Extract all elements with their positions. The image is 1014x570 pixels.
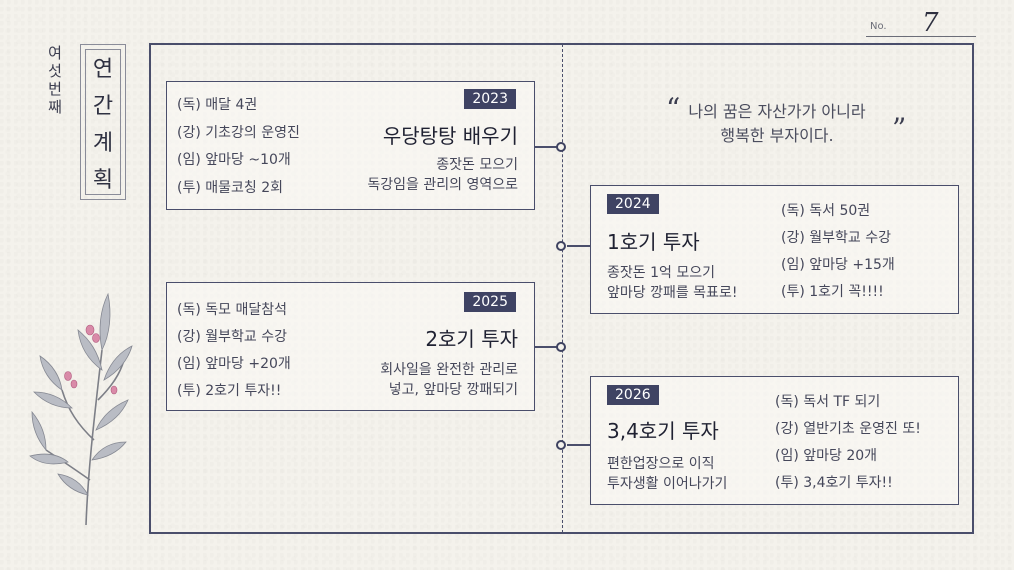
plan-subtitle: 종잣돈 1억 모으기 xyxy=(607,265,715,281)
main-frame xyxy=(149,43,974,534)
plan-item: (투) 2호기 투자!! xyxy=(177,383,282,399)
plan-item: (독) 매달 4권 xyxy=(177,97,258,113)
plan-item: (임) 앞마당 +20개 xyxy=(177,356,291,372)
plan-subtitle: 앞마당 깡패를 목표로! xyxy=(607,285,738,301)
side-subtitle: 여 섯 번 째 xyxy=(44,44,66,116)
side-title-inner-border xyxy=(85,49,121,195)
plan-item: (투) 1호기 꼭!!!! xyxy=(781,284,884,300)
page-number-label: No. xyxy=(870,21,887,32)
plan-title: 1호기 투자 xyxy=(607,230,700,254)
timeline-node xyxy=(556,440,566,450)
side-title-char: 획 xyxy=(92,168,114,193)
botanical-illustration xyxy=(29,292,133,526)
side-title-char: 계 xyxy=(92,131,114,156)
timeline-connector xyxy=(535,146,557,148)
plan-item: (임) 앞마당 +15개 xyxy=(781,257,895,273)
side-title-char: 연 xyxy=(92,57,114,82)
plan-title: 2호기 투자 xyxy=(425,327,518,351)
quote-close-mark: ” xyxy=(892,112,907,145)
plan-subtitle: 종잣돈 모으기 xyxy=(436,157,518,173)
plan-card-2025: 2025 (독) 독모 매달참석 (강) 월부학교 수강 (임) 앞마당 +20… xyxy=(166,282,535,411)
plan-item: (투) 3,4호기 투자!! xyxy=(775,475,893,491)
plan-card-2023: 2023 (독) 매달 4권 (강) 기초강의 운영진 (임) 앞마당 ~10개… xyxy=(166,81,535,210)
year-badge: 2026 xyxy=(607,385,659,405)
plan-item: (강) 월부학교 수강 xyxy=(177,329,287,345)
plan-item: (강) 월부학교 수강 xyxy=(781,230,891,246)
plan-item: (독) 독모 매달참석 xyxy=(177,302,287,318)
timeline-connector xyxy=(567,245,591,247)
side-subtitle-char: 째 xyxy=(48,98,62,116)
quote-line: 나의 꿈은 자산가가 아니라 xyxy=(688,102,866,121)
year-badge: 2024 xyxy=(607,194,659,214)
plan-item: (투) 매물코칭 2회 xyxy=(177,180,284,196)
plan-item: (독) 독서 TF 되기 xyxy=(775,394,881,410)
side-title-box: 연 간 계 획 xyxy=(80,44,126,200)
page-number: 7 xyxy=(922,8,939,38)
quote-line: 행복한 부자이다. xyxy=(720,126,834,145)
plan-title: 3,4호기 투자 xyxy=(607,419,719,443)
plan-item: (독) 독서 50권 xyxy=(781,203,871,219)
plan-item: (강) 기초강의 운영진 xyxy=(177,125,300,141)
year-badge: 2023 xyxy=(464,89,516,109)
page-number-underline xyxy=(866,36,976,37)
plan-subtitle: 넣고, 앞마당 깡패되기 xyxy=(388,382,518,398)
year-badge: 2025 xyxy=(464,292,516,312)
timeline-node xyxy=(556,342,566,352)
plan-item: (임) 앞마당 20개 xyxy=(775,448,878,464)
plan-card-2024: 2024 1호기 투자 종잣돈 1억 모으기 앞마당 깡패를 목표로! (독) … xyxy=(590,185,959,314)
side-title-char: 간 xyxy=(92,94,114,119)
plan-subtitle: 편한업장으로 이직 xyxy=(607,456,715,472)
side-subtitle-char: 여 xyxy=(48,44,62,62)
timeline-node xyxy=(556,142,566,152)
quote-open-mark: “ xyxy=(666,92,681,125)
quote-text: 나의 꿈은 자산가가 아니라 행복한 부자이다. xyxy=(672,100,882,148)
timeline-connector xyxy=(535,346,557,348)
plan-item: (임) 앞마당 ~10개 xyxy=(177,152,291,168)
plan-title: 우당탕탕 배우기 xyxy=(382,124,518,148)
side-subtitle-char: 섯 xyxy=(48,62,62,80)
timeline-divider xyxy=(562,44,563,533)
plan-card-2026: 2026 3,4호기 투자 편한업장으로 이직 투자생활 이어나가기 (독) 독… xyxy=(590,376,959,505)
plan-subtitle: 독강임을 관리의 영역으로 xyxy=(367,177,518,193)
timeline-connector xyxy=(567,444,591,446)
side-subtitle-char: 번 xyxy=(48,80,62,98)
timeline-node xyxy=(556,241,566,251)
plan-item: (강) 열반기초 운영진 또! xyxy=(775,421,921,437)
plan-subtitle: 투자생활 이어나가기 xyxy=(607,476,728,492)
plan-subtitle: 회사일을 완전한 관리로 xyxy=(380,362,518,378)
